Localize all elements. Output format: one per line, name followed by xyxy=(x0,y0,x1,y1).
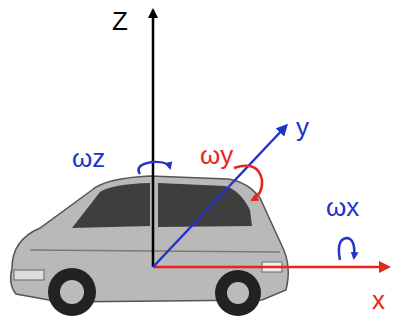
axis-letter: y xyxy=(296,112,309,142)
axis-letter: Z xyxy=(112,6,128,36)
rotation-label: ωy xyxy=(200,140,233,170)
rotation-arrow xyxy=(139,162,171,174)
car-picture xyxy=(11,176,289,316)
z-axis xyxy=(152,10,155,267)
rotation-label: ωz xyxy=(72,143,105,173)
rotation-arrow xyxy=(339,238,354,260)
x-axis xyxy=(153,266,388,269)
rotation-label: ωx xyxy=(326,192,359,222)
y-axis xyxy=(153,126,286,267)
axis-letter: x xyxy=(372,285,385,315)
rotation-arrow xyxy=(234,166,262,200)
